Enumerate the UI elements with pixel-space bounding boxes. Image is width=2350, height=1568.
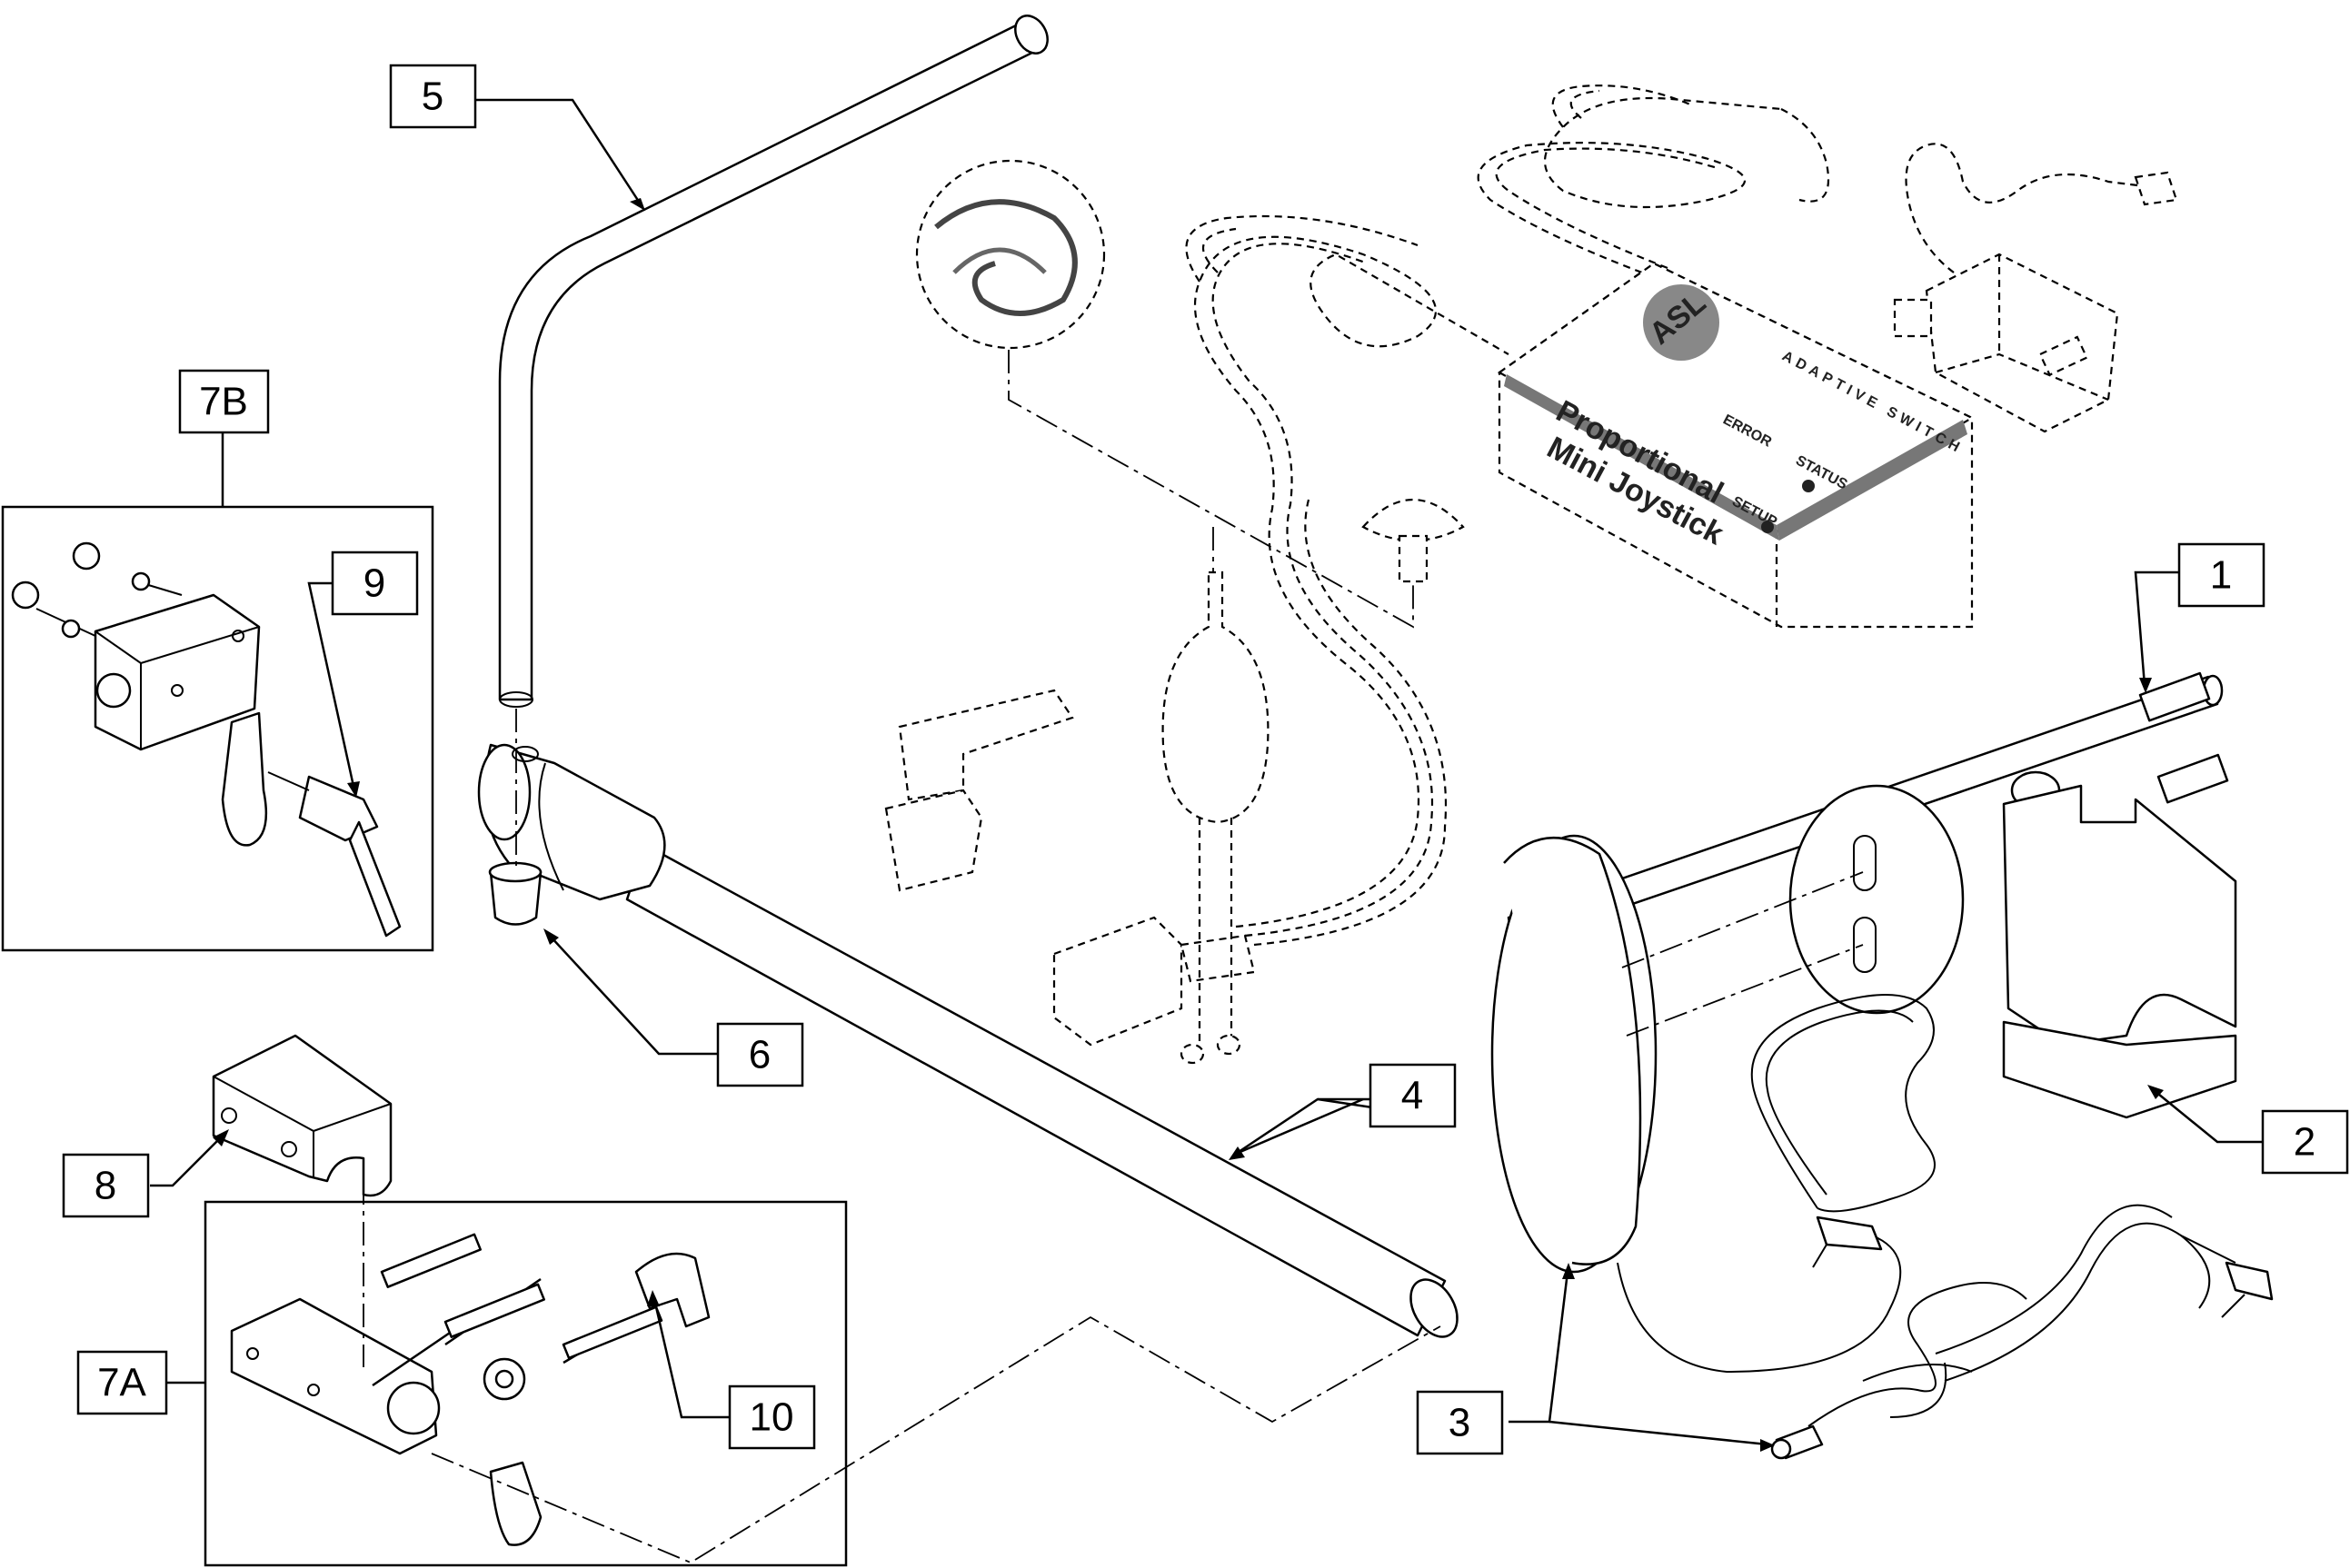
callout-4: 4 bbox=[1369, 1063, 1457, 1128]
callout-3-label: 3 bbox=[1449, 1401, 1470, 1445]
callout-1: 1 bbox=[2177, 542, 2265, 608]
callout-6: 6 bbox=[716, 1022, 804, 1087]
callout-9-label: 9 bbox=[363, 561, 385, 606]
bent-tube-part-5 bbox=[498, 15, 1049, 708]
callout-5: 5 bbox=[389, 64, 477, 129]
callout-6-label: 6 bbox=[749, 1033, 771, 1077]
block-part-8 bbox=[212, 1034, 393, 1197]
callout-5-label: 5 bbox=[422, 74, 443, 119]
callout-9: 9 bbox=[331, 551, 419, 616]
callout-2: 2 bbox=[2261, 1109, 2349, 1175]
clamp-7a bbox=[230, 1233, 711, 1546]
callout-1-label: 1 bbox=[2210, 553, 2232, 598]
callout-10-label: 10 bbox=[750, 1395, 794, 1440]
callout-8-label: 8 bbox=[95, 1164, 116, 1208]
callout-7b-label: 7B bbox=[199, 380, 248, 424]
clamp-7b bbox=[11, 541, 402, 938]
switch-pad-part-3 bbox=[1490, 834, 1658, 1274]
callout-7a: 7A bbox=[76, 1350, 168, 1415]
callout-7a-label: 7A bbox=[97, 1361, 146, 1405]
status-led-icon bbox=[1802, 480, 1815, 492]
center-line-2a bbox=[1621, 871, 1864, 968]
setup-button-icon bbox=[1761, 521, 1774, 533]
center-line-7a bbox=[431, 1315, 1441, 1564]
long-tube-part-4 bbox=[477, 743, 1459, 1338]
joystick-control-box: ASL ADAPTIVE SWITCH Proportional Mini Jo… bbox=[1497, 262, 1975, 629]
frame-7b bbox=[1, 505, 434, 952]
mount-plate-part-2 bbox=[1788, 784, 2237, 1119]
callout-4-label: 4 bbox=[1401, 1074, 1423, 1118]
callout-2-label: 2 bbox=[2294, 1120, 2315, 1165]
switch-cables bbox=[1617, 994, 2274, 1460]
joystick-assembly-dashed bbox=[884, 159, 1465, 1065]
callout-3: 3 bbox=[1416, 1390, 1504, 1455]
center-line-2b bbox=[1626, 944, 1864, 1037]
joystick-cables-dashed bbox=[1185, 84, 2178, 947]
end-cap-part-6 bbox=[488, 861, 543, 926]
callout-7b: 7B bbox=[178, 369, 270, 434]
connector-dashed bbox=[1893, 253, 2119, 433]
callout-8: 8 bbox=[62, 1153, 150, 1218]
callout-10: 10 bbox=[728, 1384, 816, 1450]
